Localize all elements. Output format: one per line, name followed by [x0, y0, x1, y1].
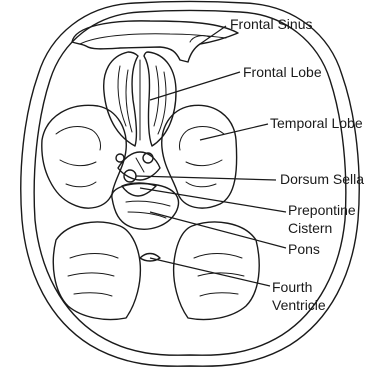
frontal-lobe-gyrus-3: [154, 66, 159, 126]
leader-frontal-lobe: [150, 72, 240, 100]
cerebellum-left-fold-3: [74, 293, 112, 296]
temporal-lobe-right: [162, 105, 237, 208]
pons-shape: [112, 184, 179, 230]
cerebellum-right-fold-1: [194, 254, 242, 259]
label-frontal-lobe: Frontal Lobe: [243, 64, 322, 80]
label-temporal-lobe: Temporal Lobe: [270, 115, 363, 131]
temporal-lobe-right-sulcus-1: [179, 127, 224, 150]
leader-fourth-ventricle: [150, 258, 270, 286]
temporal-lobe-right-sulcus-2: [186, 160, 222, 166]
cerebellum-left: [53, 222, 140, 319]
frontal-lobe-gyrus-4: [158, 72, 166, 134]
label-prepontine-cistern-line2: Cistern: [288, 220, 332, 236]
leader-temporal-lobe: [200, 124, 268, 140]
temporal-lobe-right-sulcus-3: [186, 182, 216, 187]
leader-prepontine-cistern: [140, 188, 286, 212]
temporal-lobe-left-sulcus-2: [60, 160, 96, 166]
label-fourth-ventricle-line2: Ventricle: [272, 297, 326, 313]
cerebellum-left-fold-2: [68, 273, 114, 276]
temporal-lobe-left-sulcus-3: [66, 182, 96, 187]
leader-dorsum-sella: [136, 176, 276, 180]
frontal-lobe-gyrus-1: [118, 66, 126, 126]
pons-striation-1: [126, 201, 170, 206]
frontal-lobe-left: [104, 52, 138, 146]
label-pons: Pons: [288, 241, 320, 257]
cerebellum-right: [174, 222, 260, 319]
label-prepontine-cistern-line1: Prepontine: [288, 202, 356, 218]
frontal-sinus-shape: [72, 21, 238, 62]
clinoid-process-left: [116, 154, 124, 162]
cerebellum-left-fold-1: [70, 254, 118, 259]
frontal-lobe-gyrus-2: [126, 70, 132, 132]
label-frontal-sinus: Frontal Sinus: [230, 16, 312, 32]
cerebellum-right-fold-3: [200, 293, 238, 296]
label-dorsum-sella: Dorsum Sella: [280, 171, 364, 187]
temporal-lobe-left-sulcus-1: [56, 127, 101, 150]
label-fourth-ventricle-line1: Fourth: [272, 279, 312, 295]
frontal-lobe-right: [144, 52, 176, 146]
leader-pons: [150, 212, 286, 248]
